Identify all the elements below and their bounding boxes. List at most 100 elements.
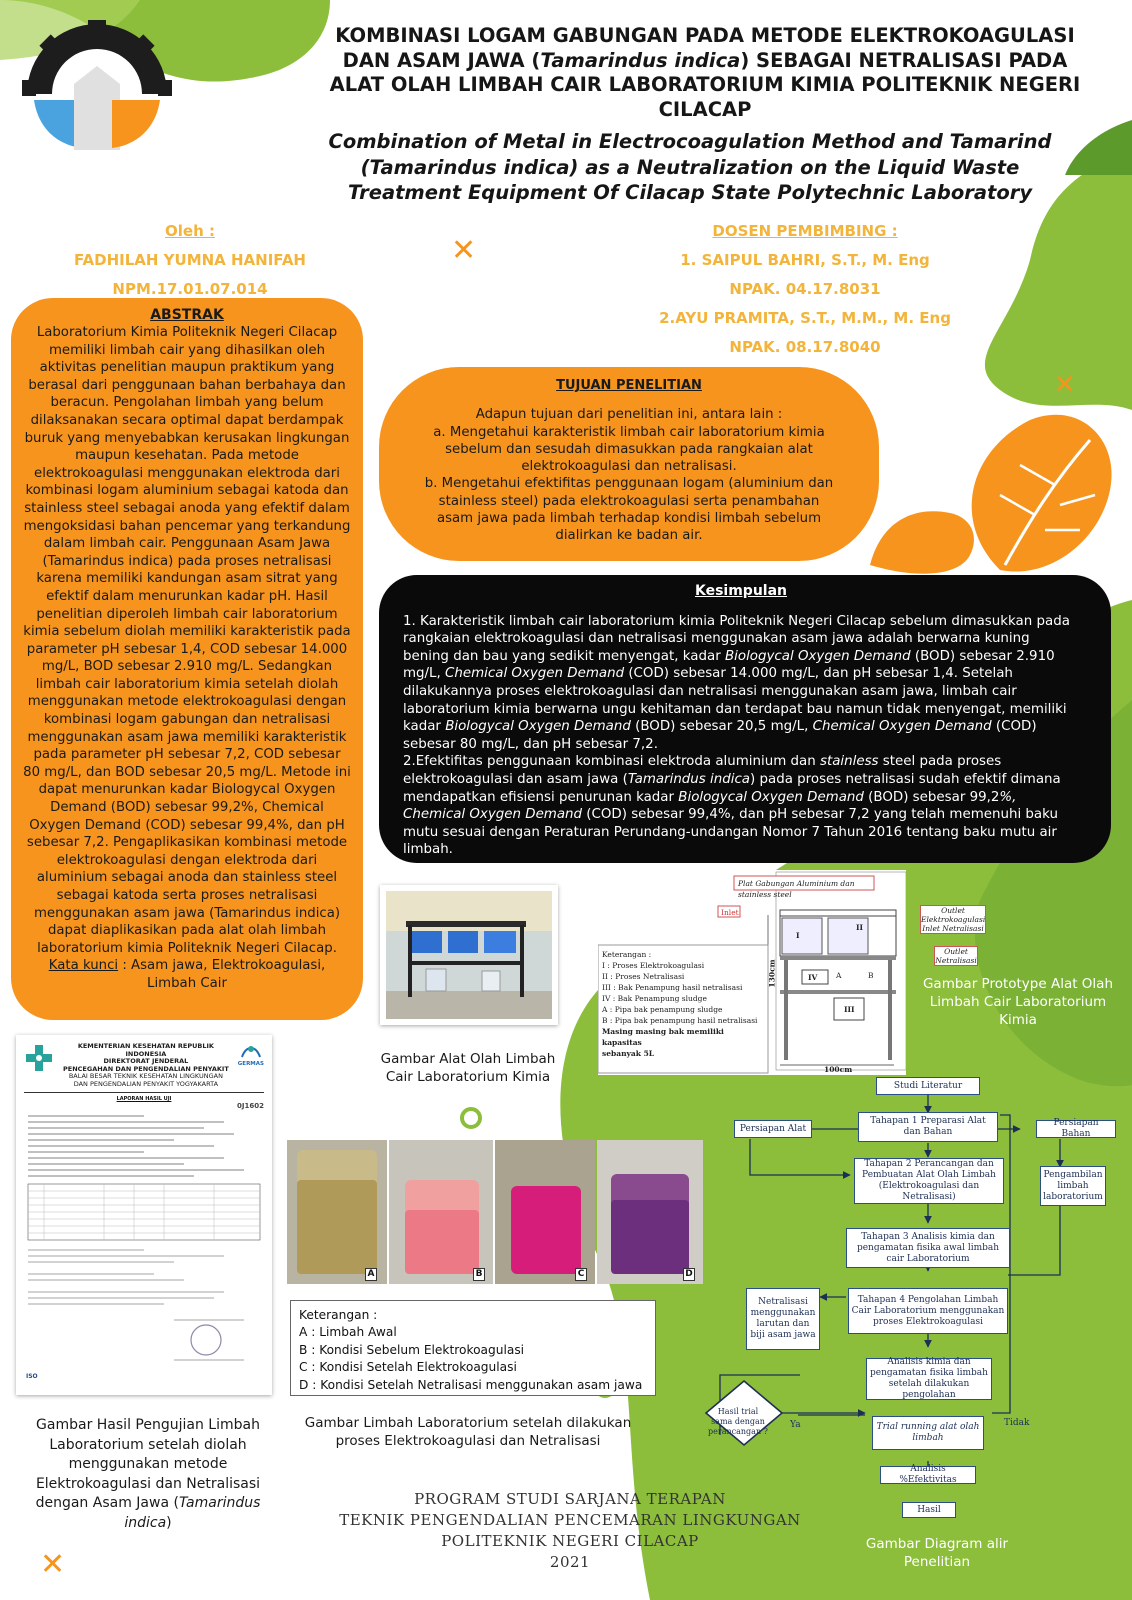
footer-line: 2021 <box>549 1553 591 1571</box>
x-decoration-icon: ✕ <box>451 233 477 268</box>
advisor-label: DOSEN PEMBIMBING : <box>712 222 898 240</box>
x-decoration-icon: ✕ <box>40 1547 66 1582</box>
advisor-block: DOSEN PEMBIMBING : 1. SAIPUL BAHRI, S.T.… <box>640 217 970 362</box>
outlet-line: Netralisasi <box>935 956 977 965</box>
title-line-2-latin: Tamarindus indica <box>540 48 741 72</box>
text-run-italic: Biologycal Oxygen Demand <box>724 648 911 664</box>
legend-item: IV : Bak Penampung sludge <box>602 994 707 1003</box>
goal-panel: TUJUAN PENELITIAN Adapun tujuan dari pen… <box>379 367 879 561</box>
report-letterhead: KEMENTERIAN KESEHATAN REPUBLIK INDONESIA… <box>58 1042 234 1088</box>
germas-logo: GERMAS <box>238 1043 264 1067</box>
roman-ii: II <box>856 923 864 932</box>
text-run: 2.Efektifitas penggunaan kombinasi elekt… <box>403 754 820 770</box>
report-title: LAPORAN HASIL UJI <box>116 1096 172 1102</box>
letterhead-line: PENCEGAHAN DAN PENGENDALIAN PENYAKIT <box>63 1064 229 1073</box>
germas-icon <box>240 1046 261 1058</box>
equipment-photo <box>380 885 558 1025</box>
flowchart-connectors <box>704 1095 1064 1474</box>
letterhead-line: DAN PENGENDALIAN PENYAKIT YOGYAKARTA <box>73 1079 219 1088</box>
flow-caption: Gambar Diagram alir Penelitian <box>865 1536 1009 1570</box>
flow-trial: Trial running alat olah limbah <box>872 1416 984 1450</box>
legend-item: I : Proses Elektrokoagulasi <box>602 961 705 970</box>
caption-run: Gambar Hasil Pengujian Limbah Laboratori… <box>35 1417 261 1511</box>
x-decoration-icon: ✕ <box>1054 370 1076 400</box>
text-run: (COD) sebesar 14.000 mg/L, dan pH sebesa… <box>403 666 1067 735</box>
text-run: (BOD) sebesar 99,2 <box>863 789 1000 805</box>
legend-item: C : Kondisi Setelah Elektrokoagulasi <box>299 1360 517 1375</box>
footer-line: TEKNIK PENGENDALIAN PENCEMARAN LINGKUNGA… <box>339 1511 801 1529</box>
conclusion-p2: 2.Efektifitas penggunaan kombinasi elekt… <box>403 753 1079 859</box>
title-en-line-1: Combination of Metal in Electrocoagulati… <box>328 130 1052 153</box>
abstract-heading: ABSTRAK <box>150 307 224 323</box>
text-run: ) pada proses netralisasi sudah efektif … <box>403 771 1061 805</box>
roman-iv: IV <box>808 973 818 982</box>
text-run: (COD) sebesar 80 mg/L, dan pH sebesar 7,… <box>403 719 1037 752</box>
prototype-drawing <box>597 871 907 1074</box>
flow-no: Tidak <box>1004 1418 1030 1428</box>
footer-program: PROGRAM STUDI SARJANA TERAPAN TEKNIK PEN… <box>300 1489 840 1573</box>
title-line-2b: ) SEBAGAI NETRALISASI PADA <box>740 48 1068 72</box>
text-run: steel pada proses elektrokoagulasi dan a… <box>403 754 1002 787</box>
conclusion-p1: 1. Karakteristik limbah cair laboratoriu… <box>403 613 1079 754</box>
legend-item: A : Pipa bak penampung sludge <box>602 1005 723 1014</box>
keyword-label: Kata kunci <box>48 958 119 974</box>
width-label: 100cm <box>824 1065 853 1074</box>
legend-item: II : Proses Netralisasi <box>602 972 685 981</box>
flow-analysis: Analisis kimia dan pengamatan fisika lim… <box>866 1357 992 1400</box>
plate-label: Plat Gabungan Aluminium dan stainless st… <box>738 879 855 899</box>
goal-a: a. Mengetahui karakteristik limbah cair … <box>433 424 825 475</box>
caption-run-italic: Tamarindus indica <box>124 1495 261 1531</box>
author-npm: NPM.17.01.07.014 <box>112 280 268 298</box>
beaker-photos-image <box>287 1140 703 1284</box>
conclusion-panel: Kesimpulan 1. Karakteristik limbah cair … <box>379 575 1111 863</box>
goal-b: b. Mengetahui efektifitas penggunaan log… <box>424 476 834 544</box>
author-name: FADHILAH YUMNA HANIFAH <box>73 251 306 269</box>
flow-sampling: Pengambilan limbah laboratorium <box>1040 1166 1106 1206</box>
footer-line: PROGRAM STUDI SARJANA TERAPAN <box>414 1490 726 1508</box>
title-en-line-3: Treatment Equipment Of Cilacap State Pol… <box>347 181 1033 204</box>
caption-run: ) <box>166 1514 172 1531</box>
report-body-lines <box>27 1115 261 1361</box>
abstract-keywords: Kata kunci : Asam jawa, Elektrokoagulasi… <box>23 957 351 992</box>
beaker-label: A <box>365 1268 377 1281</box>
flow-yes: Ya <box>790 1420 801 1430</box>
lab-result-caption: Gambar Hasil Pengujian Limbah Laboratori… <box>20 1416 276 1533</box>
beaker-label: B <box>473 1268 485 1281</box>
advisor-2-id: NPAK. 08.17.8040 <box>729 338 881 356</box>
outlet-line: Outlet <box>944 947 968 956</box>
inlet-label: Inlet <box>721 908 739 917</box>
goal-intro: Adapun tujuan dari penelitian ini, antar… <box>475 407 783 423</box>
outlet-line: Inlet Netralisasi <box>922 924 984 933</box>
legend-item: III : Bak Penampung hasil netralisasi <box>602 983 743 992</box>
title-en-line-2: (Tamarindus indica) as a Neutralization … <box>360 155 1020 179</box>
letterhead-line: KEMENTERIAN KESEHATAN REPUBLIK INDONESIA <box>77 1042 214 1058</box>
author-label: Oleh : <box>165 222 215 240</box>
flow-material: Persiapan Bahan <box>1036 1118 1116 1139</box>
beaker-label: C <box>575 1268 587 1281</box>
iso-badge: ISO <box>26 1373 38 1380</box>
outlet-line: Outlet Elektrokoagulasi <box>921 906 986 924</box>
text-run-italic: Tamarindus indica <box>627 771 751 787</box>
flow-study: Studi Literatur <box>876 1077 980 1095</box>
report-code: 0J1602 <box>237 1102 264 1110</box>
flow-stage1: Tahapan 1 Preparasi Alat dan Bahan <box>858 1112 998 1142</box>
germas-text: GERMAS <box>237 1061 264 1067</box>
flow-result: Hasil <box>902 1502 956 1518</box>
conclusion-heading: Kesimpulan <box>694 583 788 599</box>
legend-item: sebanyak 5L <box>602 1049 655 1058</box>
lab-report-document: KEMENTERIAN KESEHATAN REPUBLIK INDONESIA… <box>16 1035 272 1395</box>
flow-neutral: Netralisasi menggunakan larutan dan biji… <box>746 1288 820 1350</box>
prototype-diagram: Plat Gabungan Aluminium dan stainless st… <box>597 870 907 1075</box>
legend-title: Keterangan : <box>602 950 652 959</box>
author-block: Oleh : FADHILAH YUMNA HANIFAH NPM.17.01.… <box>40 217 340 304</box>
equipment-caption: Gambar Alat Olah Limbah Cair Laboratoriu… <box>380 1051 556 1085</box>
letterhead-line: DIREKTORAT JENDERAL <box>103 1057 189 1065</box>
height-label: 130cm <box>767 959 777 988</box>
flow-stage4: Tahapan 4 Pengolahan Limbah Cair Laborat… <box>848 1288 1008 1334</box>
prototype-caption: Gambar Prototype Alat Olah Limbah Cair L… <box>922 976 1114 1028</box>
advisor-1: 1. SAIPUL BAHRI, S.T., M. Eng <box>680 251 930 269</box>
flow-eff: Analisis %Efektivitas <box>880 1464 976 1485</box>
title-indonesian: KOMBINASI LOGAM GABUNGAN PADA METODE ELE… <box>290 24 1120 122</box>
title-line-4: CILACAP <box>658 97 752 121</box>
